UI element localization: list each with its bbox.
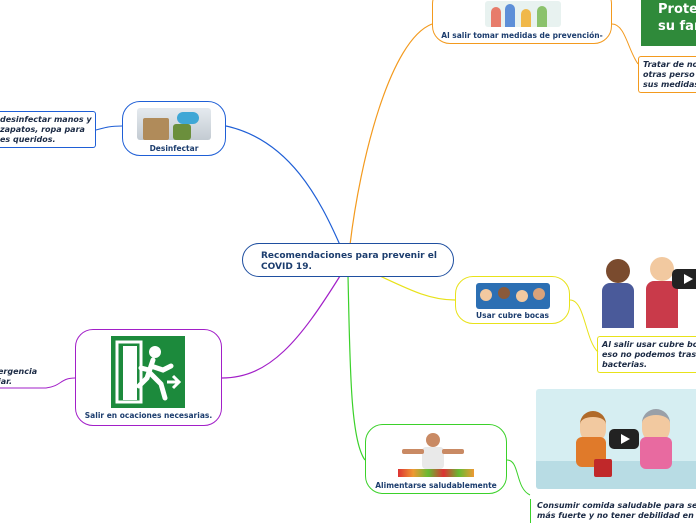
topic-cubrebocas[interactable]: Usar cubre bocas <box>455 276 570 324</box>
masks-image <box>476 283 550 309</box>
link-cubrebocas <box>379 275 456 301</box>
note-line: eso no podemos tras <box>602 350 696 359</box>
topic-label: Salir en ocaciones necesarias. <box>84 411 213 420</box>
topic-label: Desinfectar <box>149 144 199 153</box>
note-line: jar. <box>0 377 12 386</box>
topic-label: Usar cubre bocas <box>476 311 549 320</box>
link-alimentarse-note <box>506 459 531 496</box>
link-cubrebocas-note <box>569 299 599 353</box>
note-line: es queridos. <box>0 135 56 144</box>
topic-desinfectar[interactable]: Desinfectar <box>122 101 226 156</box>
topic-ocasiones[interactable]: Salir en ocaciones necesarias. <box>75 329 222 426</box>
topic-alimentarse[interactable]: Alimentarse saludablemente <box>365 424 507 494</box>
topic-salir[interactable]: Al salir tomar medidas de prevención- <box>432 0 612 44</box>
link-alimentarse <box>347 275 366 461</box>
note-line: bacterias. <box>602 360 648 369</box>
note-line: ergencia <box>0 367 38 376</box>
note-line: Tratar de no <box>643 60 696 69</box>
link-ocasiones-note <box>0 377 76 389</box>
note-line: Al salir usar cubre bo <box>602 340 696 349</box>
disinfect-image <box>137 108 211 140</box>
topic-label: Al salir tomar medidas de prevención- <box>441 31 603 40</box>
banner-line: Prote <box>658 2 696 17</box>
play-icon[interactable] <box>672 269 696 289</box>
note-line: más fuerte y no tener debilidad en t <box>537 511 696 520</box>
note-line: Consumir comida saludable para se <box>537 501 696 510</box>
link-salir-note <box>611 23 639 65</box>
link-ocasiones <box>221 275 341 379</box>
central-topic-label: Recomendaciones para prevenir el COVID 1… <box>261 251 437 272</box>
link-desinfectar <box>225 125 341 246</box>
banner-line: su fan <box>658 19 696 34</box>
food-video-thumbnail[interactable] <box>536 389 696 489</box>
play-icon[interactable] <box>609 429 639 449</box>
link-salir <box>349 23 433 246</box>
topic-label: Alimentarse saludablemente <box>375 481 497 490</box>
note-salir[interactable]: Tratar de no otras perso sus medidas <box>638 56 696 93</box>
note-cubrebocas[interactable]: Al salir usar cubre bo eso no podemos tr… <box>597 336 696 373</box>
mask-video-thumbnail[interactable] <box>600 245 696 332</box>
exit-sign-icon <box>111 336 185 408</box>
note-line: otras perso <box>643 70 695 79</box>
note-line: sus medidas <box>643 80 696 89</box>
note-line: zapatos, ropa para <box>0 125 85 134</box>
note-ocasiones[interactable]: ergencia jar. <box>0 364 46 389</box>
note-line: desinfectar manos y <box>0 115 92 124</box>
note-desinfectar[interactable]: desinfectar manos y zapatos, ropa para e… <box>0 111 96 148</box>
family-image <box>485 1 561 27</box>
note-alimentarse[interactable]: Consumir comida saludable para se más fu… <box>530 499 696 523</box>
central-topic[interactable]: Recomendaciones para prevenir el COVID 1… <box>242 243 454 277</box>
protect-family-banner: Prote su fan <box>641 0 696 46</box>
healthy-food-image <box>396 431 476 479</box>
link-desinfectar-note <box>95 125 123 131</box>
